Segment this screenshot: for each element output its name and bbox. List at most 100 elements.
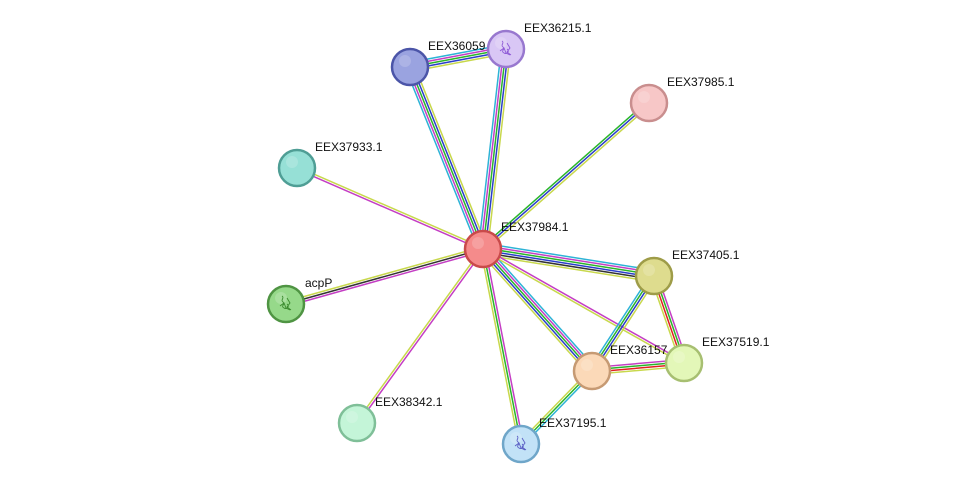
node-acpp[interactable] <box>266 284 306 324</box>
nodes-layer <box>266 29 704 464</box>
edge-strand-cooccurrence <box>480 249 592 374</box>
node-eex37984-1[interactable] <box>463 229 503 269</box>
edge-strand-coexpression <box>285 248 484 305</box>
labels-layer: EEX37984.1 EEX36059 EEX36215.1EEX37985.1EE… <box>305 21 770 430</box>
edge-strand-gene-neighborhood <box>409 66 484 250</box>
edge-strand-textmining <box>413 64 489 249</box>
node-highlight <box>638 91 650 103</box>
node-eex37519-1[interactable] <box>664 343 704 383</box>
node-circle[interactable] <box>337 403 377 443</box>
node-eex36215-1[interactable] <box>486 29 526 69</box>
node-highlight <box>510 432 522 444</box>
edge-strand-textmining <box>481 253 654 283</box>
node-label-eex38342-1: EEX38342.1 <box>375 395 443 409</box>
edge-eex37984-1-eex36059[interactable] <box>404 64 489 252</box>
node-circle[interactable] <box>664 343 704 383</box>
edge-strand-textmining <box>481 249 685 365</box>
node-label-eex37984-1: EEX37984.1 <box>501 220 569 234</box>
node-label-eex36215-1: EEX36215.1 <box>524 21 592 35</box>
node-circle[interactable] <box>486 29 526 69</box>
protein-structure-path <box>514 435 527 451</box>
node-highlight <box>346 411 358 423</box>
node-label-eex37195-1: EEX37195.1 <box>539 416 607 430</box>
node-highlight <box>275 292 287 304</box>
edge-eex37984-1-eex37405-1[interactable] <box>481 242 656 283</box>
edge-strand-experiment <box>484 247 525 445</box>
edge-strand-gene-neighborhood <box>482 248 593 372</box>
node-circle[interactable] <box>501 424 541 464</box>
edge-eex37984-1-eex37985-1[interactable] <box>480 100 652 252</box>
protein-structure-path <box>499 40 512 56</box>
node-circle[interactable] <box>277 148 317 188</box>
node-eex37985-1[interactable] <box>629 83 669 123</box>
edge-strand-curated-database <box>485 245 597 369</box>
edge-eex37984-1-eex37519-1[interactable] <box>481 247 686 365</box>
node-circle[interactable] <box>266 284 306 324</box>
edge-eex37984-1-eex38342-1[interactable] <box>355 247 485 425</box>
node-circle[interactable] <box>463 229 503 269</box>
edge-strand-experiment <box>482 247 686 363</box>
node-circle[interactable] <box>390 47 430 87</box>
node-label-eex37985-1: EEX37985.1 <box>667 75 735 89</box>
node-eex38342-1[interactable] <box>337 403 377 443</box>
edge-strand-textmining <box>478 251 590 375</box>
node-label-eex37933-1: EEX37933.1 <box>315 140 383 154</box>
node-label-eex37519-1: EEX37519.1 <box>702 335 770 349</box>
node-highlight <box>495 37 507 49</box>
edge-strand-textmining <box>296 166 485 249</box>
edge-strand-experiment <box>483 246 595 371</box>
protein-structure-path <box>279 295 292 311</box>
node-highlight <box>581 359 593 371</box>
edge-strand-textmining <box>479 248 520 446</box>
node-highlight <box>673 351 685 363</box>
edge-eex37984-1-eex36157[interactable] <box>478 245 597 375</box>
edge-strand-cooccurrence <box>482 249 655 278</box>
edge-strand-curated-database <box>477 47 503 250</box>
node-eex36157[interactable] <box>572 351 612 391</box>
node-eex37933-1[interactable] <box>277 148 317 188</box>
node-label-acpp: acpP <box>305 276 332 290</box>
protein-structure-icon <box>514 435 527 451</box>
node-circle[interactable] <box>629 83 669 123</box>
edge-strand-gene-neighborhood <box>480 100 649 249</box>
edge-strand-textmining <box>486 48 512 251</box>
edge-strand-cooccurrence <box>411 65 486 249</box>
edge-strand-gene-neighborhood <box>482 247 655 276</box>
node-eex36059[interactable] <box>390 47 430 87</box>
node-highlight <box>286 156 298 168</box>
protein-structure-icon <box>279 295 292 311</box>
edge-strand-textmining <box>284 246 484 303</box>
edge-eex37984-1-acpp[interactable] <box>284 246 485 307</box>
edge-strand-experiment <box>482 244 656 274</box>
edge-strand-textmining <box>355 247 483 424</box>
edge-strand-gene-neighborhood <box>482 248 522 445</box>
node-label-eex37405-1: EEX37405.1 <box>672 248 740 262</box>
edge-strand-cooccurrence <box>484 48 510 251</box>
node-highlight <box>399 55 411 67</box>
node-label-eex36059: EEX36059 <box>428 39 486 53</box>
node-label-eex36157: EEX36157 <box>610 343 668 357</box>
edge-strand-textmining <box>483 103 652 252</box>
edge-strand-gene-neighborhood <box>482 48 507 250</box>
node-eex37405-1[interactable] <box>634 256 674 296</box>
edge-strand-experiment <box>407 67 482 251</box>
node-circle[interactable] <box>634 256 674 296</box>
edge-strand-coexpression <box>481 251 655 281</box>
edge-strand-experiment <box>479 47 505 250</box>
node-eex37195-1[interactable] <box>501 424 541 464</box>
node-circle[interactable] <box>572 351 612 391</box>
edge-strand-experiment <box>357 248 485 425</box>
protein-structure-icon <box>499 40 512 56</box>
node-highlight <box>472 237 484 249</box>
edge-strand-curated-database <box>404 67 480 252</box>
edge-eex37984-1-eex37195-1[interactable] <box>479 247 525 446</box>
edge-strand-curated-database <box>483 242 656 272</box>
edge-eex37984-1-eex37933-1[interactable] <box>295 166 485 251</box>
edge-strand-experiment <box>285 250 485 307</box>
edge-strand-cooccurrence <box>482 102 650 250</box>
edge-eex37984-1-eex36215-1[interactable] <box>477 47 512 251</box>
node-highlight <box>643 264 655 276</box>
edge-strand-experiment <box>295 168 484 251</box>
